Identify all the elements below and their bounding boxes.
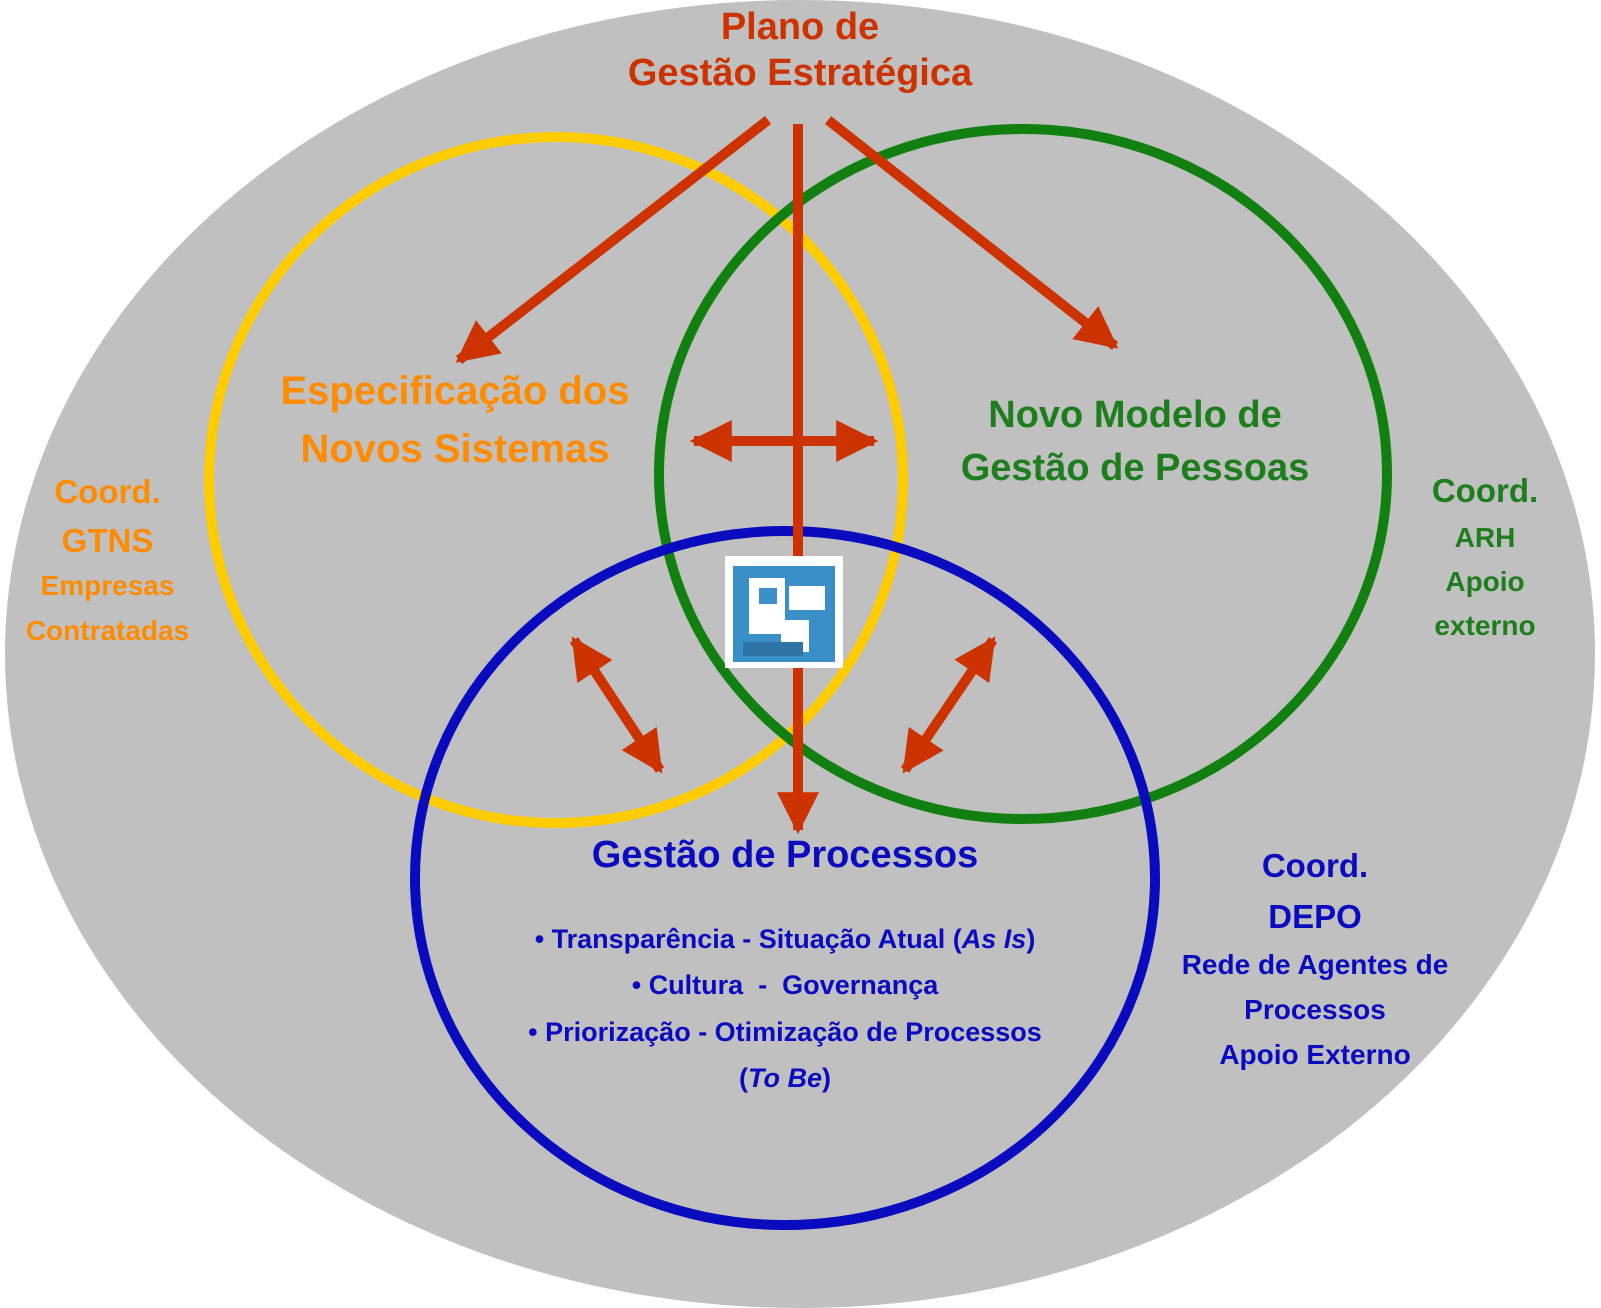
bullet-transparency: • Transparência - Situação Atual (As Is) [534, 924, 1036, 954]
people-circle [654, 124, 1392, 824]
arrow-to-systems [455, 116, 772, 364]
people-title: Novo Modelo de Gestão de Pessoas [935, 389, 1335, 495]
logo-icon [725, 556, 843, 668]
systems-title-line2: Novos Sistemas [300, 427, 610, 471]
coord-depo: Coord. DEPO Rede de Agentes de Processos… [1150, 840, 1480, 1078]
plan-title-line1: Plano de [720, 6, 880, 48]
coord-depo-line5: Apoio Externo [1219, 1039, 1411, 1071]
systems-title: Especificação dos Novos Sistemas [255, 362, 655, 478]
double-arrow-systems-processes [569, 636, 665, 774]
coord-gtns-line4: Contratadas [25, 615, 190, 647]
coord-arh-line1: Coord. [1431, 472, 1539, 509]
coord-depo-line1: Coord. [1261, 847, 1369, 884]
processes-bullets: • Transparência - Situação Atual (As Is)… [465, 916, 1105, 1102]
processes-title: Gestão de Processos [555, 833, 1015, 879]
coord-gtns-line1: Coord. [54, 473, 161, 510]
coord-depo-line3: Rede de Agentes de [1181, 949, 1449, 981]
processes-title-text: Gestão de Processos [591, 834, 979, 876]
processes-circle [410, 526, 1160, 1230]
coord-depo-line2: DEPO [1268, 898, 1362, 936]
people-title-line1: Novo Modelo de [988, 394, 1282, 436]
coord-depo-line4: Processos [1244, 994, 1386, 1026]
coord-arh-line3: Apoio [1445, 566, 1525, 598]
coord-arh: Coord. ARH Apoio externo [1385, 466, 1585, 648]
bullet-prioritization: • Priorização - Otimização de Processos [528, 1016, 1042, 1047]
coord-arh-line2: ARH [1454, 521, 1516, 553]
plan-title: Plano de Gestão Estratégica [600, 5, 1000, 96]
coord-gtns-line2: GTNS [61, 521, 154, 559]
arrow-to-people [824, 116, 1119, 350]
coord-gtns-line3: Empresas [40, 570, 175, 602]
double-arrow-people-processes [900, 636, 998, 774]
systems-circle [204, 132, 908, 828]
coord-gtns: Coord. GTNS Empresas Contratadas [5, 467, 210, 653]
systems-title-line1: Especificação dos [280, 369, 630, 413]
bullet-to-be: (To Be) [739, 1063, 831, 1094]
people-title-line2: Gestão de Pessoas [960, 447, 1310, 490]
plan-title-line2: Gestão Estratégica [627, 51, 973, 94]
coord-arh-line4: externo [1434, 609, 1536, 641]
bullet-culture: • Cultura - Governança [631, 970, 939, 1001]
